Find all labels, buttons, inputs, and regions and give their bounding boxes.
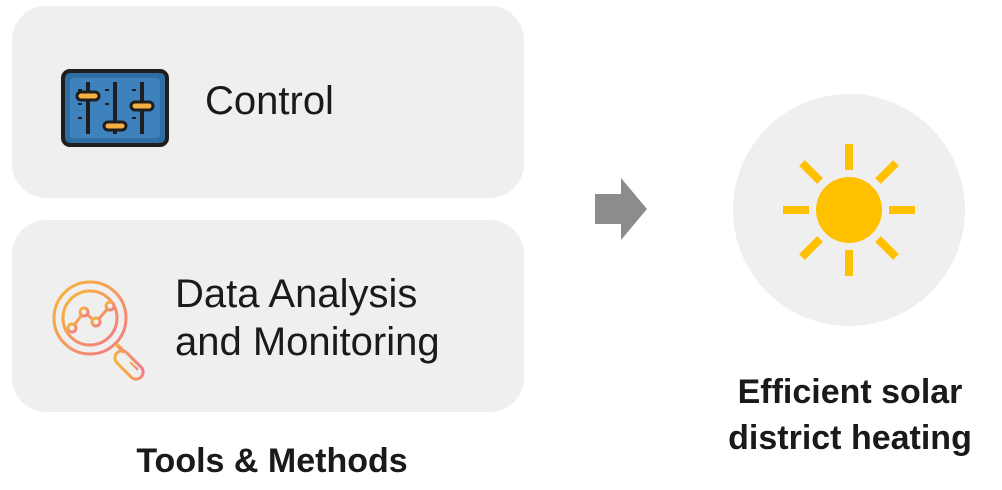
result-title-line2: district heating xyxy=(728,418,972,457)
sliders-icon xyxy=(61,69,169,147)
result-title-line1: Efficient solar xyxy=(737,373,963,411)
data-analysis-label: Data Analysis and Monitoring xyxy=(175,270,440,366)
magnifier-chart-icon xyxy=(52,280,145,381)
right-arrow-icon xyxy=(595,178,647,240)
result-title: Efficient solar district heating xyxy=(660,370,1002,462)
sun-circle xyxy=(733,94,965,326)
control-label: Control xyxy=(205,79,334,123)
data-analysis-card: Data Analysis and Monitoring xyxy=(12,220,524,412)
data-analysis-label-line1: Data Analysis xyxy=(175,272,418,316)
control-card: Control xyxy=(12,6,524,198)
sun-icon xyxy=(783,144,915,276)
tools-methods-title: Tools & Methods xyxy=(136,442,408,480)
data-analysis-label-line2: and Monitoring xyxy=(175,320,440,364)
